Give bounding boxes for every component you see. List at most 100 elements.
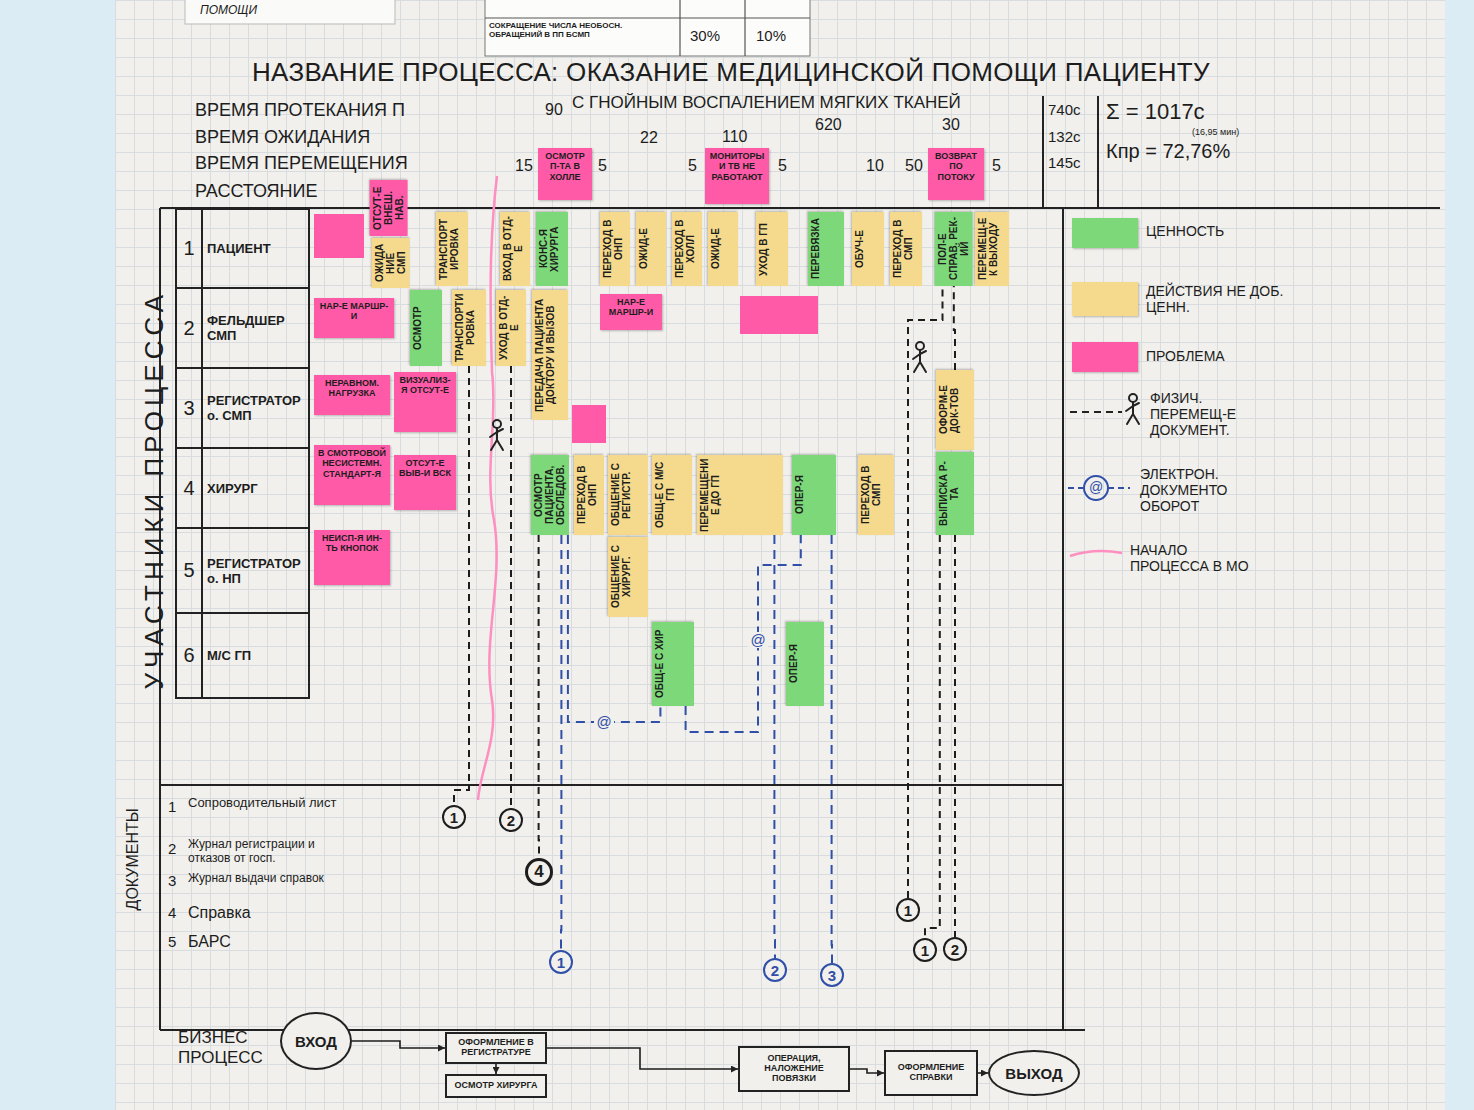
node-text: ТРАНСПОРТИРОВКА bbox=[454, 293, 476, 363]
label: ДОКУМЕНТЫ bbox=[124, 808, 142, 910]
problem-note: НЕИСП-Я ИН-ТЬ КНОПОК bbox=[314, 530, 390, 585]
edge-label: @ bbox=[594, 714, 613, 731]
node-text: ОБЩЕНИЕ С ХИРУРГ. bbox=[610, 540, 632, 614]
connector bbox=[850, 1069, 884, 1073]
lane-cell: 3РЕГИСТРАТОР о. СМП bbox=[175, 367, 310, 449]
node-text: УХОД В ГП bbox=[758, 215, 769, 283]
sticky-note: УХОД В ОТД-Е bbox=[496, 290, 526, 366]
node-text: ОПЕР-Я bbox=[794, 458, 805, 532]
problem-note: ОТСУТ-Е ВЫВ-И ВСК bbox=[394, 455, 456, 510]
label: 50 bbox=[905, 157, 923, 175]
terminal-ellipse: ВЫХОД bbox=[988, 1050, 1080, 1096]
node-text: ПЕРЕХОД В СМП bbox=[892, 215, 914, 283]
frame-line bbox=[160, 784, 1063, 786]
label: 22 bbox=[640, 129, 658, 147]
node-text: ПЕРЕДАЧА ПАЦИЕНТА ДОКТОРУ И ВЫЗОВ bbox=[534, 293, 556, 417]
node-text: ОБЩЕНИЕ С РЕГИСТР. bbox=[610, 458, 632, 532]
node-text: ПЕРЕМЕЩ-Е К ВЫХОДУ bbox=[977, 215, 999, 283]
node-text: УХОД В ОТД-Е bbox=[498, 293, 520, 363]
frame-line bbox=[1062, 208, 1064, 1030]
sticky-note: УХОД В ГП bbox=[756, 212, 788, 286]
node-text: 2 bbox=[771, 962, 779, 979]
node-text: 1 bbox=[177, 210, 203, 287]
sticky-note: ВЫПИСКА Р-ТА bbox=[936, 452, 974, 535]
lane-cell: 1ПАЦИЕНТ bbox=[175, 208, 310, 289]
node-text: М/С ГП bbox=[203, 614, 308, 697]
legend-text: ЭЛЕКТРОН. ДОКУМЕНТО ОБОРОТ bbox=[1140, 466, 1260, 514]
legend-text: НАЧАЛО ПРОЦЕССА В МО bbox=[1130, 542, 1250, 574]
node-text: 4 bbox=[534, 862, 543, 882]
person-body bbox=[913, 350, 926, 372]
sticky-note: ОПЕР-Я bbox=[792, 455, 836, 535]
sticky-note: ОСМОТР ПАЦИЕНТА, ОБСЛЕДОВ. bbox=[531, 455, 569, 535]
problem-note: ОСМОТР П-ТА В ХОЛЛЕ bbox=[538, 148, 592, 200]
label: (16,95 мин) bbox=[1192, 127, 1239, 137]
node-text: ОСМОТР ПАЦИЕНТА, ОБСЛЕДОВ. bbox=[533, 458, 567, 532]
legend-swatch bbox=[1072, 282, 1138, 316]
connector bbox=[954, 535, 956, 937]
legend-text: ЦЕННОСТЬ bbox=[1146, 223, 1286, 239]
person-head bbox=[1129, 394, 1137, 402]
sticky-note: ПЕРЕДАЧА ПАЦИЕНТА ДОКТОРУ И ВЫЗОВ bbox=[532, 290, 568, 420]
node-text: ВХОД bbox=[295, 1033, 337, 1050]
table-lines bbox=[485, 0, 810, 56]
connector bbox=[686, 535, 801, 732]
person-icon bbox=[913, 342, 926, 372]
document-circle: 2 bbox=[943, 937, 967, 961]
sticky-note: ТРАНСПОРТИРОВКА bbox=[436, 212, 468, 286]
node-text: РЕГИСТРАТОР о. НП bbox=[203, 529, 308, 612]
label: 30% bbox=[690, 27, 720, 44]
label: 620 bbox=[815, 116, 842, 134]
node-text: 5 bbox=[177, 529, 203, 612]
sticky-note: ПЕРЕВЯЗКА bbox=[808, 212, 844, 286]
node-text: ОСМОТР bbox=[412, 293, 423, 363]
node-text: КОНС-Я ХИРУРГА bbox=[538, 215, 560, 283]
node-text: ОПЕРАЦИЯ, НАЛОЖЕНИЕ ПОВЯЗКИ bbox=[743, 1054, 845, 1084]
node-text: 2 bbox=[507, 812, 515, 829]
sticky-note: ПЕРЕХОД В ОНП bbox=[600, 212, 630, 286]
paper-card bbox=[185, 0, 395, 24]
node-text: НАР-Е МАРШР-И bbox=[317, 301, 391, 322]
sticky-note: ОПЕР-Я bbox=[786, 622, 824, 706]
node-text: ОТСУТ-Е ВНЕШ. НАВ. bbox=[372, 183, 406, 233]
label: Журнал регистрации и отказов от госп. bbox=[188, 838, 348, 866]
sticky-note: ТРАНСПОРТИРОВКА bbox=[452, 290, 486, 366]
node-text: ОБУЧ-Е bbox=[854, 215, 865, 283]
node-text: ОЖИД-Е bbox=[710, 215, 721, 283]
node-text: ОБЩ-Е С ХИР bbox=[654, 625, 665, 703]
connector bbox=[454, 366, 469, 805]
label: 10 bbox=[866, 157, 884, 175]
legend-line bbox=[1070, 411, 1122, 413]
frame-lines bbox=[160, 96, 1440, 1030]
node-text: 3 bbox=[177, 369, 203, 447]
lane-cell: 6М/С ГП bbox=[175, 612, 310, 699]
node-text: ПАЦИЕНТ bbox=[203, 210, 308, 287]
node-text: ОФОРМ-Е ДОК-ТОВ bbox=[938, 373, 960, 447]
sticky-note: КОНС-Я ХИРУРГА bbox=[536, 212, 568, 286]
connector bbox=[495, 1064, 497, 1074]
node-text: ПЕРЕХОД В СМП bbox=[860, 458, 882, 532]
label: 132с bbox=[1048, 128, 1081, 145]
problem-note: ВИЗУАЛИЗ-Я ОТСУТ-Е bbox=[394, 372, 456, 432]
label: 1 bbox=[168, 798, 176, 815]
connector bbox=[510, 366, 512, 808]
node-text: 1 bbox=[904, 902, 912, 919]
label: РАССТОЯНИЕ bbox=[195, 181, 318, 202]
node-text: ПЕРЕХОД В ХОЛЛ bbox=[674, 215, 696, 283]
person-body bbox=[1126, 402, 1139, 424]
problem-note: НАР-Е МАРШР-И bbox=[600, 294, 662, 330]
problem-note: НЕРАВНОМ. НАГРУЗКА bbox=[314, 375, 390, 415]
node-text: ТРАНСПОРТИРОВКА bbox=[438, 215, 460, 283]
label: БАРС bbox=[188, 933, 231, 951]
label: 110 bbox=[722, 128, 748, 146]
node-text: В СМОТРОВОЙ НЕСИСТЕМН. СТАНДАРТ-Я bbox=[317, 448, 387, 479]
connector bbox=[773, 535, 776, 958]
node-text: ОСМОТР П-ТА В ХОЛЛЕ bbox=[541, 151, 589, 182]
problem-note: МОНИТОРЫ И ТВ НЕ РАБОТАЮТ bbox=[705, 148, 769, 204]
document-circle: 1 bbox=[549, 950, 573, 974]
node-text: ВИЗУАЛИЗ-Я ОТСУТ-Е bbox=[397, 375, 453, 396]
document-circle: 1 bbox=[913, 938, 937, 962]
table-line bbox=[485, 17, 810, 18]
label: Справка bbox=[188, 904, 251, 922]
